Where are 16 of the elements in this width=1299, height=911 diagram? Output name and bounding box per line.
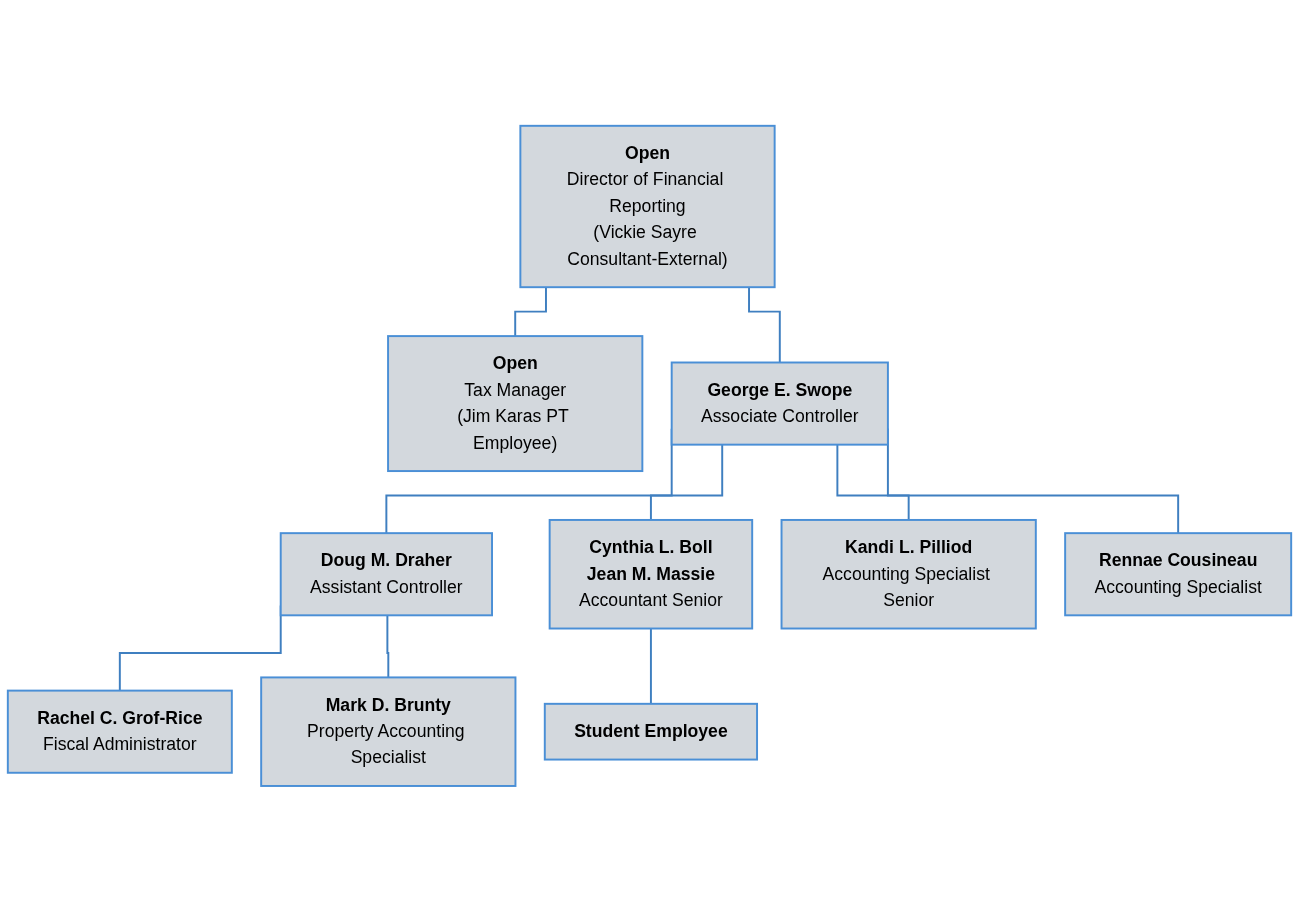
- node-box: George E. Swope Associate Controller: [670, 361, 889, 446]
- connector: [748, 285, 781, 364]
- connector: [514, 285, 547, 337]
- connector: [649, 443, 724, 521]
- node-box: Open Director of Financial Reporting (Vickie Sayre Consultant-External): [519, 124, 776, 288]
- node-box: Cynthia L. Boll Jean M. Massie Accountant Senior: [548, 518, 754, 630]
- node-box: Open Tax Manager (Jim Karas PT Employee): [387, 334, 644, 472]
- connector: [386, 613, 390, 678]
- node-box: Kandi L. Pilliod Accounting Specialist Senior: [780, 518, 1037, 630]
- connector: [836, 443, 910, 521]
- node-box: Rachel C. Grof-Rice Fiscal Administrator: [6, 689, 233, 774]
- node-box: Student Employee: [543, 702, 759, 761]
- connector: [649, 627, 652, 705]
- node-box: Doug M. Draher Assistant Controller: [279, 531, 493, 616]
- node-box: Rennae Cousineau Accounting Specialist: [1064, 531, 1293, 616]
- node-box: Mark D. Brunty Property Accounting Specialist: [260, 676, 517, 787]
